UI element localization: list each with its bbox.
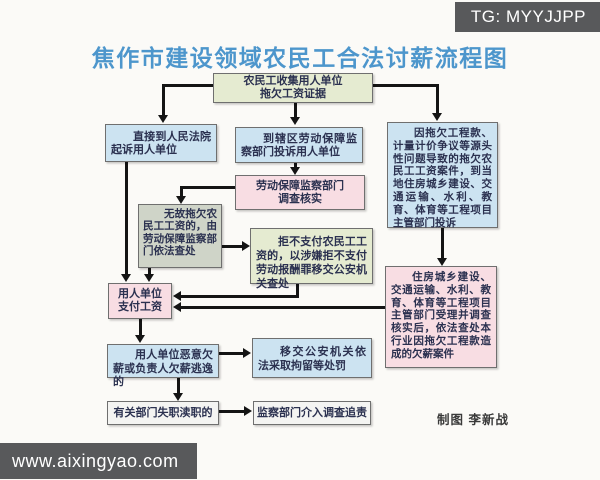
watermark-top-right: TG: MYYJJPP [454,2,600,32]
connector-refuse-down [296,284,299,298]
arrowhead-handle-pay [173,302,181,312]
watermark-top-right-text: TG: MYYJJPP [470,7,586,26]
connector-court-pay [125,162,128,275]
arrowhead-to-derelict [173,393,183,401]
flow-box-refuse-pay-transfer-police: 拒不支付农民工工资的，以涉嫌拒不支付劳动报酬罪移交公安机关查处 [250,228,373,290]
arrowhead-unpaid-pay [144,274,154,282]
connector-verify-left [180,186,235,189]
flow-box-labor-inspection-complaint: 到辖区劳动保障监察部门投诉用人单位 [235,127,363,163]
arrowhead-to-inspect [290,117,300,125]
flow-box-unpaid-wages-handled: 无故拖欠农民工工资的，由劳动保障监察部门依法查处 [138,204,222,268]
flow-box-employer-pays-wages: 用人单位 支付工资 [108,283,172,319]
arrowhead-to-supervise [244,406,252,416]
connector-verify-down [180,186,183,197]
connector-malicious-police [219,352,244,355]
arrowhead-to-project [432,113,442,121]
connector-drop-to-project [436,84,439,114]
connector-unpaid-pay [148,268,151,275]
connector-malicious-derelict [177,378,180,394]
arrowhead-to-refuse [242,241,250,251]
connector-handle-pay [181,306,385,309]
arrowhead-to-court [158,115,168,123]
connector-drop-to-court [162,84,165,116]
connector-pay-malicious [139,319,142,336]
connector-drop-to-inspect [294,102,297,118]
connector-unpaid-refuse [222,245,243,248]
watermark-bottom-left: www.aixingyao.com [0,443,197,479]
arrowhead-to-handle [437,258,447,266]
flow-box-supervisory-investigation: 监察部门介入调查追责 [253,401,371,425]
flow-box-sue-in-court: 直接到人民法院起诉用人单位 [105,124,217,162]
flow-box-police-detention: 移交公安机关依法采取拘留等处罚 [252,338,372,378]
connector-inspect-verify [294,163,297,169]
arrowhead-refuse-pay [173,291,181,301]
page-title: 焦作市建设领域农民工合法讨薪流程图 [91,45,509,71]
connector-project-handle [441,228,444,259]
connector-derelict-supervise [219,410,245,413]
flow-box-authority-handle-arrears: 住房城乡建设、交通运输、水利、教育、体育等工程项目主管部门受理并调查核实后，依法… [385,266,497,368]
arrowhead-to-unpaid [176,196,186,204]
credit-author: 制图 李新战 [437,413,509,427]
arrowhead-to-police [243,348,251,358]
flow-box-collect-evidence: 农民工收集用人单位 拖欠工资证据 [213,73,373,103]
flow-box-dereliction-of-duty: 有关部门失职渎职的 [107,401,219,425]
arrowhead-court-pay [121,274,131,282]
flow-box-project-authority-complaint: 因拖欠工程款、计量计价争议等源头性问题导致的拖欠农民工工资案件，到当地住房城乡建… [387,122,498,229]
arrowhead-to-verify [290,167,300,175]
flow-box-investigate-verify: 劳动保障监察部门 调查核实 [235,175,365,210]
flow-box-malicious-arrears: 用人单位恶意欠薪或负责人欠薪逃逸的 [107,344,219,388]
watermark-bottom-left-text: www.aixingyao.com [12,450,179,471]
connector-refuse-left [181,295,299,298]
arrowhead-to-malicious [135,335,145,343]
